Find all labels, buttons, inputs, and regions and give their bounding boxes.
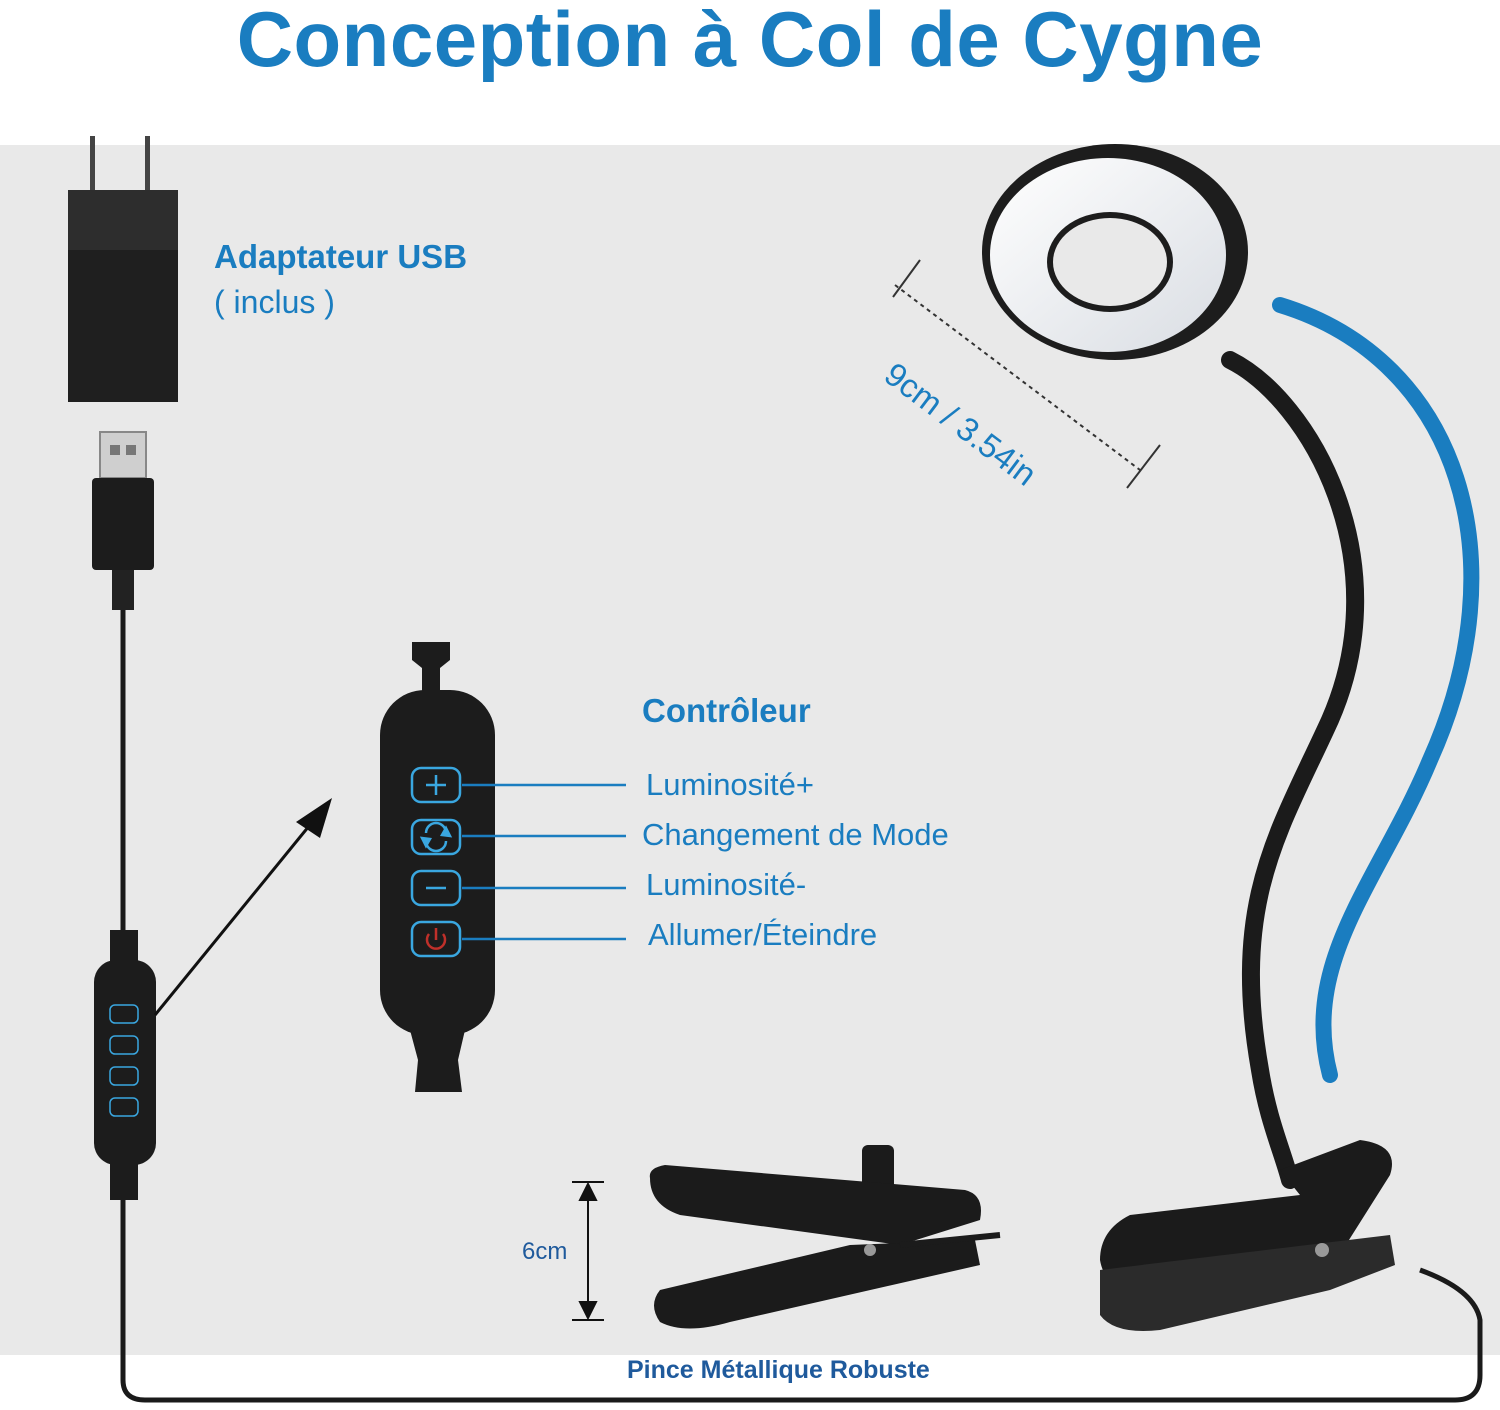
usb-plug-icon — [92, 431, 154, 610]
zoom-arrow — [153, 798, 332, 1016]
adapter-note: ( inclus ) — [214, 284, 335, 320]
controller-large — [380, 642, 495, 1092]
power-cable — [120, 1200, 1483, 1403]
button-label-brightness-up: Luminosité+ — [646, 767, 815, 802]
button-label-brightness-down: Luminosité- — [646, 867, 807, 902]
button-label-mode-change: Changement de Mode — [642, 817, 949, 852]
clip-dimension-line — [572, 1181, 604, 1321]
plus-icon — [426, 775, 446, 795]
adapter-label: Adaptateur USB — [214, 238, 468, 275]
led-ring-head — [982, 144, 1248, 360]
blue-swoosh-decoration — [1272, 297, 1480, 1083]
cycle-icon — [419, 821, 453, 853]
standalone-clip — [649, 1145, 1001, 1329]
inline-controller-small — [94, 930, 156, 1200]
button-connector-lines — [462, 783, 626, 941]
power-icon — [425, 928, 447, 950]
ring-dimension-line — [892, 259, 1161, 489]
clip-dimension-label: 6cm — [522, 1238, 568, 1265]
button-label-power: Allumer/Éteindre — [648, 917, 878, 952]
lamp-clip — [1100, 1140, 1395, 1331]
page-title: Conception à Col de Cygne — [236, 0, 1264, 83]
gooseneck-arm — [1221, 351, 1365, 1189]
usb-adapter-icon — [68, 136, 178, 402]
controller-heading: Contrôleur — [642, 692, 811, 729]
clip-caption: Pince Métallique Robuste — [627, 1356, 930, 1384]
background-panel — [0, 145, 1500, 1355]
